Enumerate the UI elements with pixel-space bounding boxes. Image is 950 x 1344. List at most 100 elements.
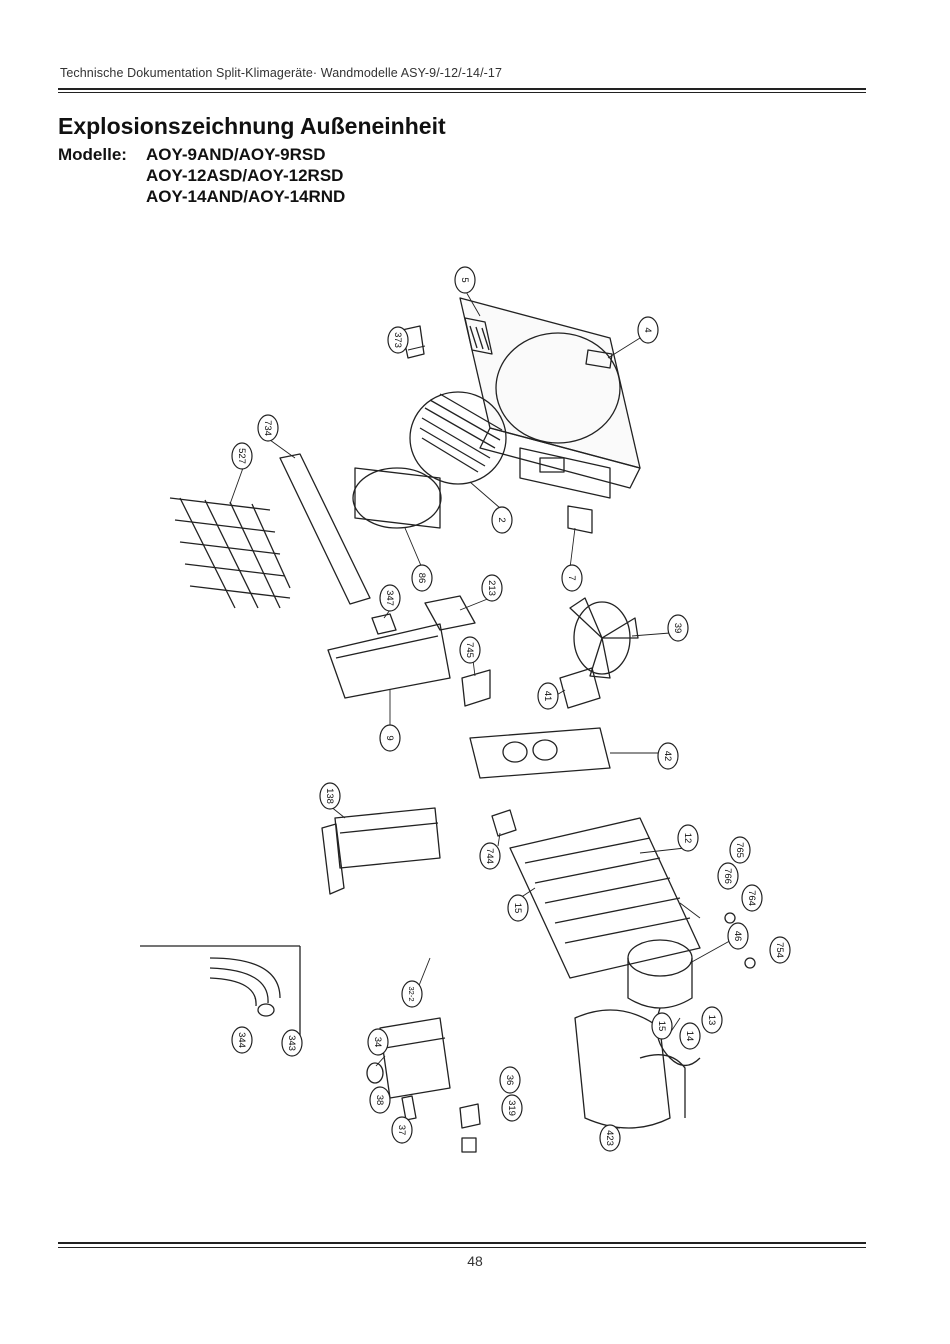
valve-319 xyxy=(461,1137,477,1153)
part-number-label: 14 xyxy=(684,1031,695,1042)
compressor xyxy=(627,939,693,1009)
callout-circle xyxy=(717,862,739,890)
callout-circle xyxy=(387,326,409,354)
callout-circle xyxy=(379,584,401,612)
callout-circle xyxy=(367,1028,389,1056)
part-number-label: 12 xyxy=(682,833,693,844)
valve-block xyxy=(379,1017,451,1099)
partition-plate xyxy=(321,807,441,895)
callout-circle xyxy=(391,1116,413,1144)
propeller-fan xyxy=(569,597,639,679)
part-number-label: 42 xyxy=(662,751,673,762)
callout-circle xyxy=(454,266,476,294)
fan-motor xyxy=(559,667,601,709)
callout-circle xyxy=(679,1022,701,1050)
callout-circle xyxy=(411,564,433,592)
callout-circle xyxy=(637,316,659,344)
cabinet-top-panel xyxy=(459,297,641,489)
part-number-label: 734 xyxy=(262,420,273,436)
part-number-label: 41 xyxy=(542,691,553,702)
part-number-label: 373 xyxy=(392,332,403,348)
motor-bracket xyxy=(469,727,611,779)
footer-rule xyxy=(58,1242,866,1244)
callout-circle xyxy=(401,980,423,1008)
callout-circle xyxy=(231,1026,253,1054)
callout-circle xyxy=(741,884,763,912)
model-line-2: AOY-12ASD/AOY-12RSD xyxy=(146,166,344,185)
callout-circle xyxy=(501,1094,523,1122)
part-number-label: 213 xyxy=(486,580,497,596)
callout-circle xyxy=(369,1086,391,1114)
callout-circle xyxy=(257,414,279,442)
valve-37 xyxy=(401,1095,417,1121)
part-number-label: 527 xyxy=(236,448,247,464)
page-number: 48 xyxy=(467,1253,483,1269)
bell-mouth xyxy=(352,467,442,529)
part-number-label: 37 xyxy=(396,1125,407,1136)
callout-circle xyxy=(729,836,751,864)
callout-circle xyxy=(561,564,583,592)
part-number-label: 2 xyxy=(496,517,507,522)
callout-circle xyxy=(507,894,529,922)
part-number-label: 7 xyxy=(566,575,577,580)
sound-jacket xyxy=(574,1009,686,1129)
part-number-label: 766 xyxy=(722,868,733,884)
valve-34 xyxy=(366,1062,384,1084)
models-label: Modelle: xyxy=(58,145,127,164)
callout-circle xyxy=(657,742,679,770)
clip-744 xyxy=(491,809,517,837)
fan-grille xyxy=(409,391,507,485)
part-number-label: 754 xyxy=(774,942,785,958)
part-number-label: 764 xyxy=(746,890,757,906)
callout-circle xyxy=(319,782,341,810)
part-number-label: 744 xyxy=(484,848,495,864)
callout-circle xyxy=(459,636,481,664)
callout-circle xyxy=(481,574,503,602)
callout-circle xyxy=(727,922,749,950)
callout-circle xyxy=(479,842,501,870)
handle-part xyxy=(585,349,613,369)
model-line-1: AOY-9AND/AOY-9RSD xyxy=(146,145,326,164)
model-line-3: AOY-14AND/AOY-14RND xyxy=(146,187,346,206)
callout-circle xyxy=(677,824,699,852)
callout-circle xyxy=(231,442,253,470)
callout-circle xyxy=(491,506,513,534)
pad-347 xyxy=(371,613,397,635)
part-number-label: 4 xyxy=(642,327,653,332)
running-header: Technische Dokumentation Split-Klimagerä… xyxy=(60,66,503,80)
part-number-label: 745 xyxy=(464,642,475,658)
page-title: Explosionszeichnung Außeneinheit xyxy=(58,113,446,139)
part-number-label: 13 xyxy=(706,1015,717,1026)
part-number-label: 347 xyxy=(384,590,395,606)
heat-exchanger xyxy=(509,817,701,979)
control-box xyxy=(327,623,451,699)
part-number-label: 46 xyxy=(732,931,743,942)
pipe-assembly xyxy=(140,945,301,1048)
callout-circle xyxy=(701,1006,723,1034)
part-number-label: 34 xyxy=(372,1037,383,1048)
part-number-label: 765 xyxy=(734,842,745,858)
callout-circle xyxy=(281,1029,303,1057)
terminal-bracket xyxy=(567,505,593,534)
part-number-label: 39 xyxy=(672,623,683,634)
callout-circle xyxy=(379,724,401,752)
part-number-label: 32-2 xyxy=(407,986,416,1001)
part-number-label: 15 xyxy=(656,1021,667,1032)
part-number-label: 5 xyxy=(459,277,470,282)
header-rule xyxy=(58,88,866,90)
part-number-label: 423 xyxy=(604,1130,615,1146)
footer-rule-thin xyxy=(58,1247,866,1248)
callout-circle xyxy=(667,614,689,642)
part-number-label: 138 xyxy=(324,788,335,804)
wire-guard xyxy=(169,497,291,609)
callout-circle xyxy=(499,1066,521,1094)
part-number-label: 344 xyxy=(236,1032,247,1048)
exploded-view-drawing: 5373473452728672133473974541942138744127… xyxy=(140,266,791,1153)
fitting-754 xyxy=(744,957,756,969)
valve-36 xyxy=(459,1103,481,1129)
part-number-label: 38 xyxy=(374,1095,385,1106)
part-number-label: 36 xyxy=(504,1075,515,1086)
callout-circle xyxy=(537,682,559,710)
part-number-label: 9 xyxy=(384,735,395,740)
callout-circle xyxy=(599,1124,621,1152)
